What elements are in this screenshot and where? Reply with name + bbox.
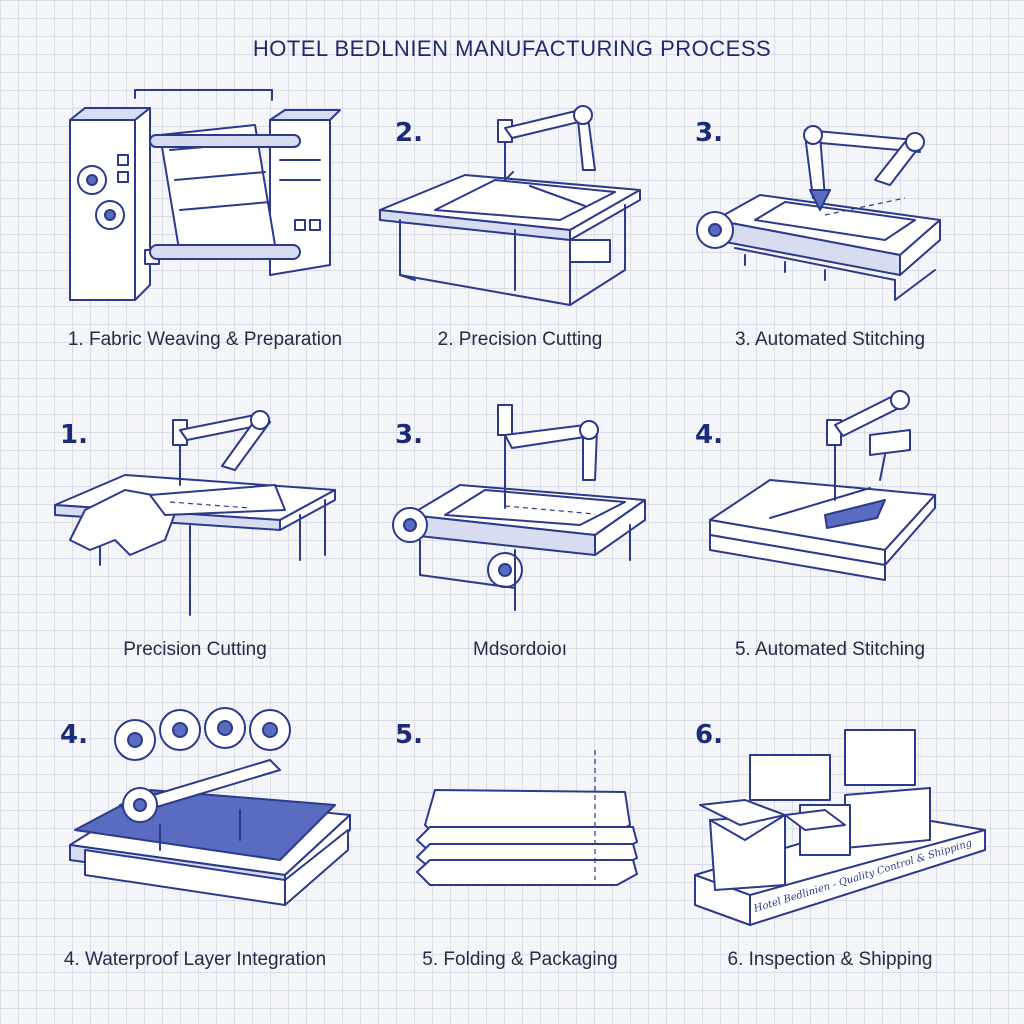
step-conveyor-panel: 3. Mdsordoioı [355,390,685,690]
step-caption: Mdsordoioı [473,639,567,660]
step-number: 4. [60,720,88,750]
step-mattress-panel: 4. 5. Automated Stitching [665,390,995,690]
folded-linen-illustration [416,750,638,886]
cutting-table-illustration [379,105,641,306]
step-number: 6. [695,720,723,750]
step-shipping-panel: 6. Hotel Bedlinien - Quality Control & S… [665,700,995,1000]
step-cutting-fabric-panel: 1. Precision Cutting [30,390,360,690]
step-caption: 4. Waterproof Layer Integration [63,949,327,970]
step-cutting-panel: 2. 2. Precision Cutting [355,80,685,380]
shipping-boxes-illustration: Hotel Bedlinien - Quality Control & Ship… [694,729,986,926]
step-caption: 6. Inspection & Shipping [727,949,933,970]
step-caption: 1. Fabric Weaving & Preparation [67,329,343,350]
step-number: 3. [395,420,423,450]
step-number: 3. [695,118,723,148]
step-stitching-panel: 3. 3. Automated Stitching [665,80,995,380]
page-title: HOTEL BEDLNIEN MANUFACTURING PROCESS [252,36,772,61]
step-number: 4. [695,420,723,450]
laminating-machine-illustration [69,707,351,906]
mattress-stitching-illustration [709,390,936,581]
step-number: 2. [395,118,423,148]
step-caption: 5. Automated Stitching [734,639,926,660]
step-caption: 5. Folding & Packaging [422,949,618,970]
step-number: 5. [395,720,423,750]
step-caption: 2. Precision Cutting [437,329,603,350]
step-folding-panel: 5. 5. Folding & Packaging [355,700,685,1000]
weaving-machine-illustration [69,89,341,301]
conveyor-stitching-illustration [392,404,646,611]
cutting-fabric-illustration [54,410,336,616]
step-caption: 3. Automated Stitching [734,329,926,350]
step-caption: Precision Cutting [123,639,267,660]
step-waterproof-panel: 4. 4. Waterproof Layer Integration [30,700,360,1000]
step-weaving-panel: 1. Fabric Weaving & Preparation [40,80,370,380]
stitching-machine-illustration [696,125,941,301]
step-number: 1. [60,420,88,450]
